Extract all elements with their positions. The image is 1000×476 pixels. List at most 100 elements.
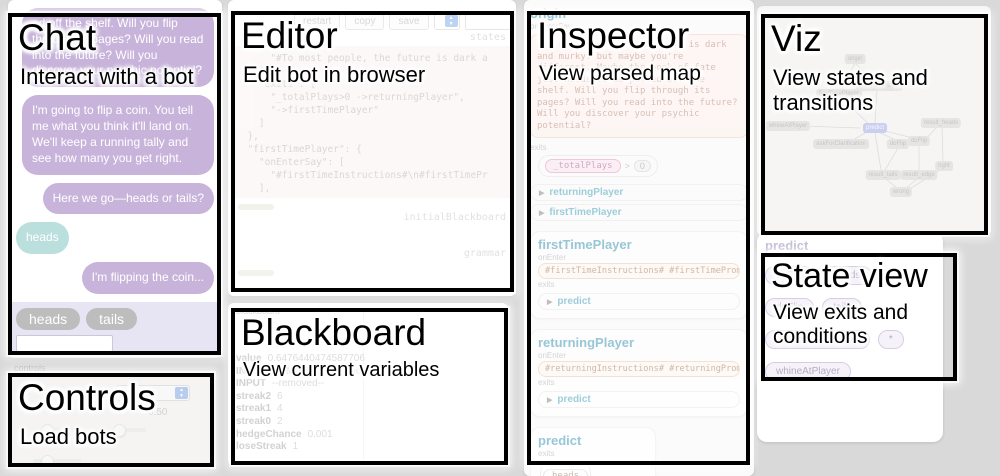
transition-graph-edges bbox=[800, 62, 944, 191]
condition-chip: _totalPlays > 0 bbox=[538, 155, 658, 177]
exit-target-pill: askForClarification bbox=[765, 330, 870, 349]
slider-thumb[interactable] bbox=[41, 424, 54, 437]
graph-node-wrong[interactable]: wrong bbox=[889, 187, 913, 197]
quick-reply-tails[interactable]: tails bbox=[86, 308, 138, 330]
quick-reply-heads[interactable]: heads bbox=[16, 308, 81, 330]
collapsed-bar[interactable] bbox=[238, 204, 274, 210]
triangle-icon: ▶ bbox=[547, 299, 553, 306]
exit-link-label: firstTimePlayer bbox=[549, 207, 622, 218]
variable-list: value 0.6476440474587706 INPUT_NUMBER--re… bbox=[236, 353, 374, 454]
annotation-desc: View parsed map bbox=[539, 61, 701, 85]
exit-row: askForClarification * bbox=[765, 330, 935, 349]
state-title: returningPlayer bbox=[538, 335, 635, 350]
variable-value: 0.001 bbox=[307, 428, 333, 440]
annotation-title: State view bbox=[771, 257, 928, 295]
graph-node-doFlip[interactable]: doFlip bbox=[886, 139, 910, 149]
annotation-title: Blackboard bbox=[241, 312, 427, 353]
exit-link-label: predict bbox=[557, 394, 591, 405]
variable-pill: _totalPlays bbox=[545, 159, 621, 173]
exits-label: exits bbox=[530, 143, 547, 152]
exits-label: exits bbox=[538, 449, 555, 458]
exit-row: doFlip heads bbox=[765, 266, 935, 285]
exits-label: exits bbox=[538, 378, 555, 387]
state-view-panel: predict doFlip heads doFlip tails askFor… bbox=[757, 232, 943, 442]
variable-row: INPUT --removed-- bbox=[236, 378, 374, 391]
exit-link-predict[interactable]: ▶predict bbox=[538, 391, 740, 408]
graph-node-whineAtPlayer[interactable]: whineAtPlayer bbox=[765, 121, 811, 131]
chat-bubble-bot: Here we go—heads or tails? bbox=[42, 182, 214, 215]
stepper-icon: ▲▼ bbox=[444, 15, 458, 27]
exit-link-predict[interactable]: ▶ predict bbox=[538, 293, 740, 310]
stepper-icon: ▲▼ bbox=[175, 387, 188, 399]
annotation-desc: Load bots bbox=[20, 423, 117, 449]
exit-condition-pill: tails bbox=[822, 298, 863, 317]
slider-thumb[interactable] bbox=[113, 424, 126, 437]
annotation-box-editor: Editor Edit bot in browser bbox=[231, 11, 514, 292]
graph-node-doFlip[interactable]: doFlip bbox=[907, 136, 931, 146]
say-pill: #returningInstructions# #returningPrompt… bbox=[538, 361, 740, 377]
annotation-title: Editor bbox=[241, 15, 338, 56]
variable-key: streak0 bbox=[236, 415, 272, 427]
graph-node-origin[interactable]: origin bbox=[844, 54, 866, 64]
graph-node-firstTimePlayer[interactable]: firstTimePlayer bbox=[816, 89, 862, 99]
variable-key: INPUT_NUMBER bbox=[236, 365, 316, 377]
operator: > bbox=[624, 161, 630, 171]
slider-value: 0.50 bbox=[148, 407, 168, 418]
annotation-box-controls: Controls Load bots bbox=[8, 373, 214, 467]
variable-key: streak1 bbox=[236, 403, 272, 415]
graph-node-right[interactable]: right bbox=[935, 161, 953, 171]
graph-node-result-heads[interactable]: result_heads bbox=[920, 118, 962, 128]
exits-label: exits bbox=[538, 280, 555, 289]
graph-node-result-edge[interactable]: result_edge bbox=[900, 170, 938, 180]
annotation-title: Inspector bbox=[537, 15, 690, 56]
on-enter-label: onEnter bbox=[538, 351, 567, 360]
annotation-box-stateview: State view View exits and conditions bbox=[761, 253, 957, 381]
exit-row: doFlip tails bbox=[765, 298, 935, 317]
slider-track bbox=[33, 459, 81, 463]
variable-value: 0.6476440474587706 bbox=[267, 353, 365, 364]
slider-track bbox=[33, 428, 81, 432]
annotation-desc: View current variables bbox=[243, 358, 440, 381]
collapsed-bar[interactable] bbox=[238, 270, 274, 276]
variable-value: --removed-- bbox=[272, 378, 325, 390]
annotation-desc: View states and transitions bbox=[773, 64, 928, 116]
variable-key: value bbox=[236, 353, 262, 364]
section-initial-blackboard[interactable]: initialBlackboard bbox=[403, 212, 506, 223]
section-grammar[interactable]: grammar bbox=[463, 248, 506, 259]
code-editor[interactable]: "#To most people, the future is dark a ]… bbox=[228, 46, 516, 198]
variable-key: INPUT bbox=[236, 378, 266, 390]
variable-value: 4 bbox=[277, 403, 283, 415]
variable-key: streak2 bbox=[236, 390, 272, 402]
section-states[interactable]: states bbox=[469, 32, 506, 43]
value-chip: 0 bbox=[633, 160, 651, 172]
editor-panel: restart copy save ▲▼ states "#To most pe… bbox=[228, 0, 516, 296]
divider bbox=[363, 309, 364, 460]
graph-node-result-tails[interactable]: result_tails bbox=[865, 170, 901, 180]
exit-condition-pill: heads bbox=[822, 266, 872, 285]
say-text-block: #To most people, the future is dark and … bbox=[530, 34, 748, 138]
bot-select[interactable]: psychic ▲▼ bbox=[116, 385, 190, 401]
graph-node-predict[interactable]: predict bbox=[862, 123, 888, 133]
chat-bubble-bot: ed off the shelf. Will you flip through … bbox=[22, 8, 214, 88]
state-title: predict bbox=[538, 433, 582, 448]
bot-dropdown[interactable]: ▲▼ bbox=[433, 13, 460, 30]
state-card-predict: predict exits heads ▶doFlip prediction =… bbox=[530, 427, 656, 476]
origin-state-card: origin onEnterSay #To most people, the f… bbox=[530, 6, 748, 221]
on-enter-label: onEnterSay bbox=[530, 22, 572, 31]
variable-row: streak0 2 bbox=[236, 416, 374, 429]
variable-value: 2 bbox=[277, 415, 283, 427]
controls-panel: psychic ▲▼ 0.50 bbox=[8, 373, 214, 468]
graph-node-returningPlayer[interactable]: returningPlayer bbox=[855, 81, 903, 91]
annotation-title: Viz bbox=[771, 18, 822, 59]
graph-node-askForClarification[interactable]: askForClarification bbox=[813, 139, 869, 149]
exit-link-label: predict bbox=[557, 296, 591, 307]
state-title: firstTimePlayer bbox=[538, 237, 632, 252]
exit-target-pill: doFlip bbox=[765, 266, 815, 285]
variable-value: 1 bbox=[292, 441, 299, 453]
annotation-title: Chat bbox=[18, 17, 97, 58]
